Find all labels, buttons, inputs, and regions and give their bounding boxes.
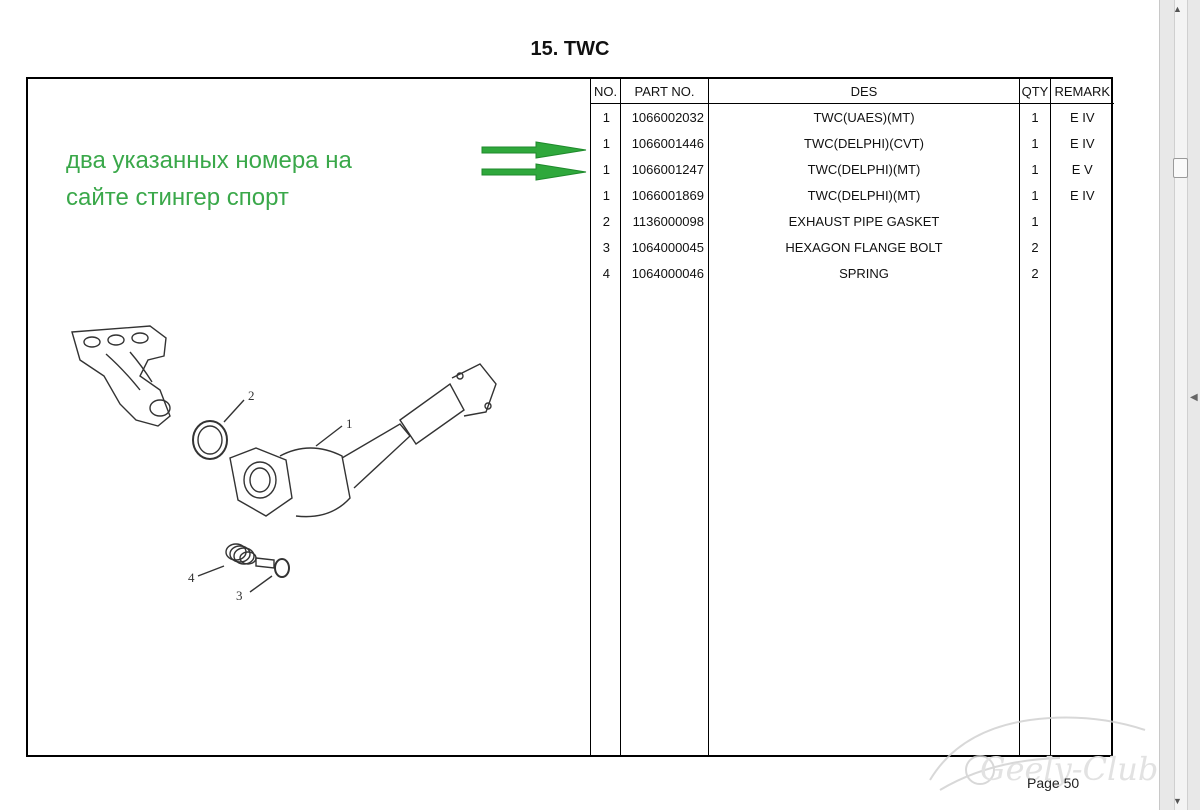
catalytic-converter-drawing xyxy=(229,363,497,518)
cell-part-no: 1066002032 xyxy=(620,103,709,130)
cell-no: 1 xyxy=(590,130,621,156)
cell-qty: 1 xyxy=(1019,130,1051,156)
gasket-drawing xyxy=(192,399,245,460)
annotation-arrows xyxy=(481,141,587,181)
cell-no: 3 xyxy=(590,234,621,260)
arrow-right-icon xyxy=(481,163,587,181)
page-title: 15. TWC xyxy=(530,38,610,60)
header-remark: REMARK xyxy=(1050,79,1114,104)
svg-text:Geely-Club: Geely-Club xyxy=(980,750,1158,788)
cell-part-no: 1066001446 xyxy=(620,130,709,156)
callout-4: 4 xyxy=(188,570,195,585)
page-number: Page 50 xyxy=(1027,775,1080,791)
cell-qty: 1 xyxy=(1019,208,1051,234)
scrollbar-thumb[interactable] xyxy=(1173,158,1188,178)
club-logo-watermark: Geely-Club xyxy=(929,716,1158,791)
annotation-line-2: сайте стингер спорт xyxy=(66,184,289,211)
callout-1: 1 xyxy=(346,416,353,431)
callout-3: 3 xyxy=(236,588,243,603)
callout-2: 2 xyxy=(248,388,255,403)
header-qty: QTY xyxy=(1019,79,1051,104)
table-row: 1 1066001247 TWC(DELPHI)(MT) 1 E V xyxy=(590,156,1114,182)
scroll-up-icon[interactable]: ▲ xyxy=(1173,4,1182,14)
cell-part-no: 1136000098 xyxy=(620,208,709,234)
cell-no: 2 xyxy=(590,208,621,234)
table-row: 2 1136000098 EXHAUST PIPE GASKET 1 xyxy=(590,208,1114,234)
cell-qty: 2 xyxy=(1019,260,1051,286)
handwritten-annotation: два указанных номера на сайте стингер сп… xyxy=(66,142,426,216)
exhaust-manifold-drawing xyxy=(71,325,171,427)
cell-remark xyxy=(1050,260,1114,286)
cell-remark xyxy=(1050,234,1114,260)
cell-no: 1 xyxy=(590,103,621,130)
table-row: 4 1064000046 SPRING 2 xyxy=(590,260,1114,286)
vertical-scrollbar[interactable]: ▲ ◀ ▼ xyxy=(1159,0,1200,810)
header-no: NO. xyxy=(590,79,621,104)
table-row: 1 1066001869 TWC(DELPHI)(MT) 1 E IV xyxy=(590,182,1114,208)
arrow-right-icon xyxy=(481,141,587,159)
cell-des: EXHAUST PIPE GASKET xyxy=(708,208,1020,234)
scroll-down-icon[interactable]: ▼ xyxy=(1173,796,1182,806)
header-part-no: PART NO. xyxy=(620,79,709,104)
cell-remark: E IV xyxy=(1050,130,1114,156)
cell-no: 1 xyxy=(590,182,621,208)
cell-des: TWC(DELPHI)(MT) xyxy=(708,156,1020,182)
bolt-drawing xyxy=(249,557,290,593)
table-row: 1 1066001446 TWC(DELPHI)(CVT) 1 E IV xyxy=(590,130,1114,156)
spring-drawing xyxy=(197,543,257,577)
cell-part-no: 1064000046 xyxy=(620,260,709,286)
parts-table: NO. PART NO. DES QTY REMARK 1 1066002032… xyxy=(590,79,1114,755)
collapse-left-icon[interactable]: ◀ xyxy=(1190,392,1198,403)
cell-part-no: 1066001869 xyxy=(620,182,709,208)
cell-qty: 1 xyxy=(1019,103,1051,130)
cell-qty: 1 xyxy=(1019,182,1051,208)
table-filler-row xyxy=(590,286,1114,755)
table-row: 1 1066002032 TWC(UAES)(MT) 1 E IV xyxy=(590,103,1114,130)
cell-des: TWC(DELPHI)(MT) xyxy=(708,182,1020,208)
table-header-row: NO. PART NO. DES QTY REMARK xyxy=(590,79,1114,104)
cell-no: 1 xyxy=(590,156,621,182)
table-row: 3 1064000045 HEXAGON FLANGE BOLT 2 xyxy=(590,234,1114,260)
cell-remark xyxy=(1050,208,1114,234)
cell-remark: E IV xyxy=(1050,103,1114,130)
cell-qty: 1 xyxy=(1019,156,1051,182)
cell-des: SPRING xyxy=(708,260,1020,286)
header-des: DES xyxy=(708,79,1020,104)
cell-qty: 2 xyxy=(1019,234,1051,260)
cell-des: HEXAGON FLANGE BOLT xyxy=(708,234,1020,260)
exhaust-catalyst-drawing: 2 1 4 3 xyxy=(71,325,497,603)
cell-no: 4 xyxy=(590,260,621,286)
cell-part-no: 1066001247 xyxy=(620,156,709,182)
annotation-line-1: два указанных номера на xyxy=(66,147,352,174)
cell-remark: E IV xyxy=(1050,182,1114,208)
cell-des: TWC(DELPHI)(CVT) xyxy=(708,130,1020,156)
cell-remark: E V xyxy=(1050,156,1114,182)
catalog-frame: NO. PART NO. DES QTY REMARK 1 1066002032… xyxy=(26,77,1114,757)
scrollbar-track[interactable] xyxy=(1174,0,1188,810)
cell-des: TWC(UAES)(MT) xyxy=(708,103,1020,130)
cell-part-no: 1064000045 xyxy=(620,234,709,260)
